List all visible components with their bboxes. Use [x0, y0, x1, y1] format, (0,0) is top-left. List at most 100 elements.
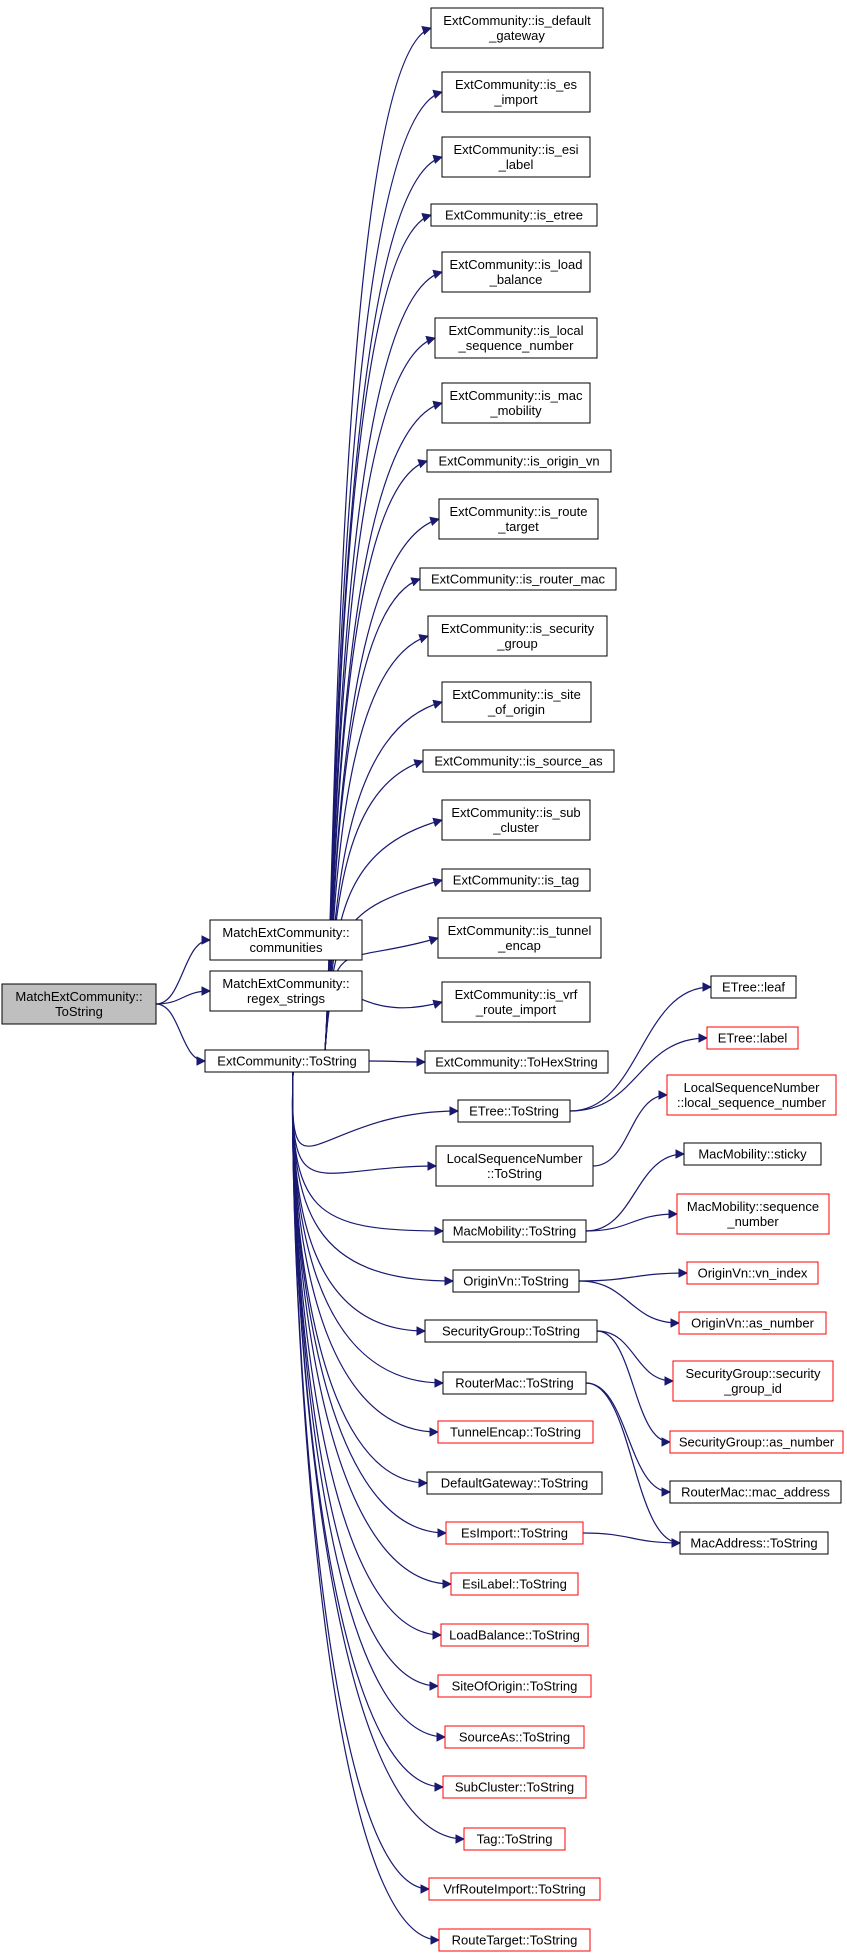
- node-box: [438, 1928, 591, 1952]
- node-is_load_balance[interactable]: ExtCommunity::is_load_balance: [441, 251, 591, 293]
- node-secgrp_tostring[interactable]: SecurityGroup::ToString: [424, 1319, 598, 1343]
- node-secgrp_asnumber[interactable]: SecurityGroup::as_number: [669, 1430, 844, 1454]
- node-box: [434, 317, 598, 359]
- node-label: SiteOfOrigin::ToString: [452, 1679, 578, 1694]
- node-subcluster_tostring[interactable]: SubCluster::ToString: [442, 1775, 587, 1799]
- node-is_sub_cluster[interactable]: ExtCommunity::is_sub_cluster: [441, 799, 591, 841]
- node-box: [442, 1775, 587, 1799]
- edge-originvn_tostring-to-originvn_vnindex: [578, 1268, 688, 1282]
- node-is_route_target[interactable]: ExtCommunity::is_route_target: [438, 498, 599, 540]
- node-regex[interactable]: MatchExtCommunity::regex_strings: [209, 970, 363, 1012]
- node-etree_label[interactable]: ETree::label: [706, 1026, 799, 1050]
- edge-etree_tostring-to-etree_leaf: [569, 982, 712, 1112]
- node-is_etree[interactable]: ExtCommunity::is_etree: [430, 203, 598, 227]
- node-lsn_lsn[interactable]: LocalSequenceNumber::local_sequence_numb…: [666, 1074, 837, 1116]
- edge-macmob_tostring-to-macmob_seq: [585, 1209, 678, 1232]
- node-box: [435, 1145, 594, 1187]
- node-tunnelencap_tostring[interactable]: TunnelEncap::ToString: [437, 1420, 594, 1444]
- node-box: [428, 1877, 601, 1901]
- node-esimport_tostring[interactable]: EsImport::ToString: [445, 1521, 584, 1545]
- node-is_mac_mobility[interactable]: ExtCommunity::is_mac_mobility: [441, 382, 591, 424]
- edge-ectostring-to-loadbalance_tostring: [292, 1071, 442, 1640]
- node-vrfrouteimport_tostring[interactable]: VrfRouteImport::ToString: [428, 1877, 601, 1901]
- node-routetarget_tostring[interactable]: RouteTarget::ToString: [438, 1928, 591, 1952]
- node-communities[interactable]: MatchExtCommunity::communities: [209, 919, 363, 961]
- node-label: MacMobility::ToString: [453, 1224, 577, 1239]
- node-is_origin_vn[interactable]: ExtCommunity::is_origin_vn: [426, 449, 612, 473]
- node-is_router_mac[interactable]: ExtCommunity::is_router_mac: [419, 567, 617, 591]
- node-box: [679, 1531, 829, 1555]
- node-label: _encap: [497, 938, 541, 953]
- node-box: [441, 382, 591, 424]
- node-root[interactable]: MatchExtCommunity::ToString: [1, 983, 157, 1025]
- node-originvn_asnumber[interactable]: OriginVn::as_number: [678, 1311, 827, 1335]
- node-box: [204, 1049, 370, 1073]
- node-box: [441, 981, 591, 1023]
- node-label: ExtCommunity::is_source_as: [434, 754, 603, 769]
- node-lsn_tostring[interactable]: LocalSequenceNumber::ToString: [435, 1145, 594, 1187]
- node-label: RouteTarget::ToString: [452, 1933, 578, 1948]
- node-label: _route_import: [475, 1002, 557, 1017]
- node-etree_tostring[interactable]: ETree::ToString: [457, 1099, 571, 1123]
- node-macmob_sticky[interactable]: MacMobility::sticky: [683, 1142, 822, 1166]
- node-label: _sequence_number: [458, 338, 575, 353]
- node-label: _group: [496, 636, 537, 651]
- node-originvn_vnindex[interactable]: OriginVn::vn_index: [686, 1261, 819, 1285]
- node-label: ExtCommunity::is_local: [448, 323, 583, 338]
- node-ectostring[interactable]: ExtCommunity::ToString: [204, 1049, 370, 1073]
- node-etree_leaf[interactable]: ETree::leaf: [710, 975, 797, 999]
- node-is_source_as[interactable]: ExtCommunity::is_source_as: [422, 749, 615, 773]
- edge-ectostring-to-is_tag: [324, 877, 443, 1051]
- node-box: [442, 1219, 587, 1243]
- node-label: SubCluster::ToString: [455, 1780, 574, 1795]
- node-label: LocalSequenceNumber: [684, 1080, 821, 1095]
- node-label: _label: [498, 157, 534, 172]
- node-defaultgw_tostring[interactable]: DefaultGateway::ToString: [426, 1471, 603, 1495]
- node-box: [419, 567, 617, 591]
- node-box: [672, 1360, 834, 1402]
- node-siteoforigin_tostring[interactable]: SiteOfOrigin::ToString: [437, 1674, 592, 1698]
- node-is_security_group[interactable]: ExtCommunity::is_security_group: [427, 615, 608, 657]
- node-macmob_seq[interactable]: MacMobility::sequence_number: [676, 1193, 830, 1235]
- node-label: TunnelEncap::ToString: [450, 1425, 581, 1440]
- node-box: [683, 1142, 822, 1166]
- node-label: _gateway: [488, 28, 545, 43]
- node-originvn_tostring[interactable]: OriginVn::ToString: [452, 1269, 580, 1293]
- node-label: OriginVn::as_number: [691, 1316, 815, 1331]
- edge-ectostring-to-subcluster_tostring: [291, 1071, 444, 1792]
- node-box: [676, 1193, 830, 1235]
- node-tag_tostring[interactable]: Tag::ToString: [463, 1827, 566, 1851]
- node-secgrp_id[interactable]: SecurityGroup::security_group_id: [672, 1360, 834, 1402]
- node-is_vrf_route_import[interactable]: ExtCommunity::is_vrf_route_import: [441, 981, 591, 1023]
- node-label: _balance: [489, 272, 543, 287]
- node-label: ExtCommunity::is_etree: [445, 208, 583, 223]
- node-box: [427, 615, 608, 657]
- node-label: ExtCommunity::is_site: [452, 687, 581, 702]
- node-is_site_of_origin[interactable]: ExtCommunity::is_site_of_origin: [441, 681, 592, 723]
- node-macaddr_tostring[interactable]: MacAddress::ToString: [679, 1531, 829, 1555]
- node-label: EsiLabel::ToString: [462, 1577, 567, 1592]
- node-box: [666, 1074, 837, 1116]
- node-is_local_seq[interactable]: ExtCommunity::is_local_sequence_number: [434, 317, 598, 359]
- node-box: [437, 1674, 592, 1698]
- node-label: LoadBalance::ToString: [449, 1628, 580, 1643]
- node-is_tunnel_encap[interactable]: ExtCommunity::is_tunnel_encap: [437, 917, 602, 959]
- node-label: _of_origin: [487, 702, 545, 717]
- node-esilabel_tostring[interactable]: EsiLabel::ToString: [450, 1572, 579, 1596]
- node-is_tag[interactable]: ExtCommunity::is_tag: [441, 868, 591, 892]
- node-label: Tag::ToString: [477, 1832, 553, 1847]
- node-macmob_tostring[interactable]: MacMobility::ToString: [442, 1219, 587, 1243]
- node-box: [437, 1420, 594, 1444]
- node-is_es_import[interactable]: ExtCommunity::is_es_import: [441, 71, 591, 113]
- node-tohexstring[interactable]: ExtCommunity::ToHexString: [424, 1050, 609, 1074]
- node-routermac_tostring[interactable]: RouterMac::ToString: [442, 1371, 587, 1395]
- node-routermac_macaddr[interactable]: RouterMac::mac_address: [669, 1480, 842, 1504]
- node-label: ExtCommunity::is_route: [450, 504, 588, 519]
- node-sourceas_tostring[interactable]: SourceAs::ToString: [444, 1725, 585, 1749]
- node-label: MatchExtCommunity::: [15, 989, 142, 1004]
- node-is_default_gateway[interactable]: ExtCommunity::is_default_gateway: [430, 7, 604, 49]
- node-loadbalance_tostring[interactable]: LoadBalance::ToString: [440, 1623, 589, 1647]
- node-label: ExtCommunity::is_tunnel: [448, 923, 592, 938]
- node-is_esi_label[interactable]: ExtCommunity::is_esi_label: [441, 136, 591, 178]
